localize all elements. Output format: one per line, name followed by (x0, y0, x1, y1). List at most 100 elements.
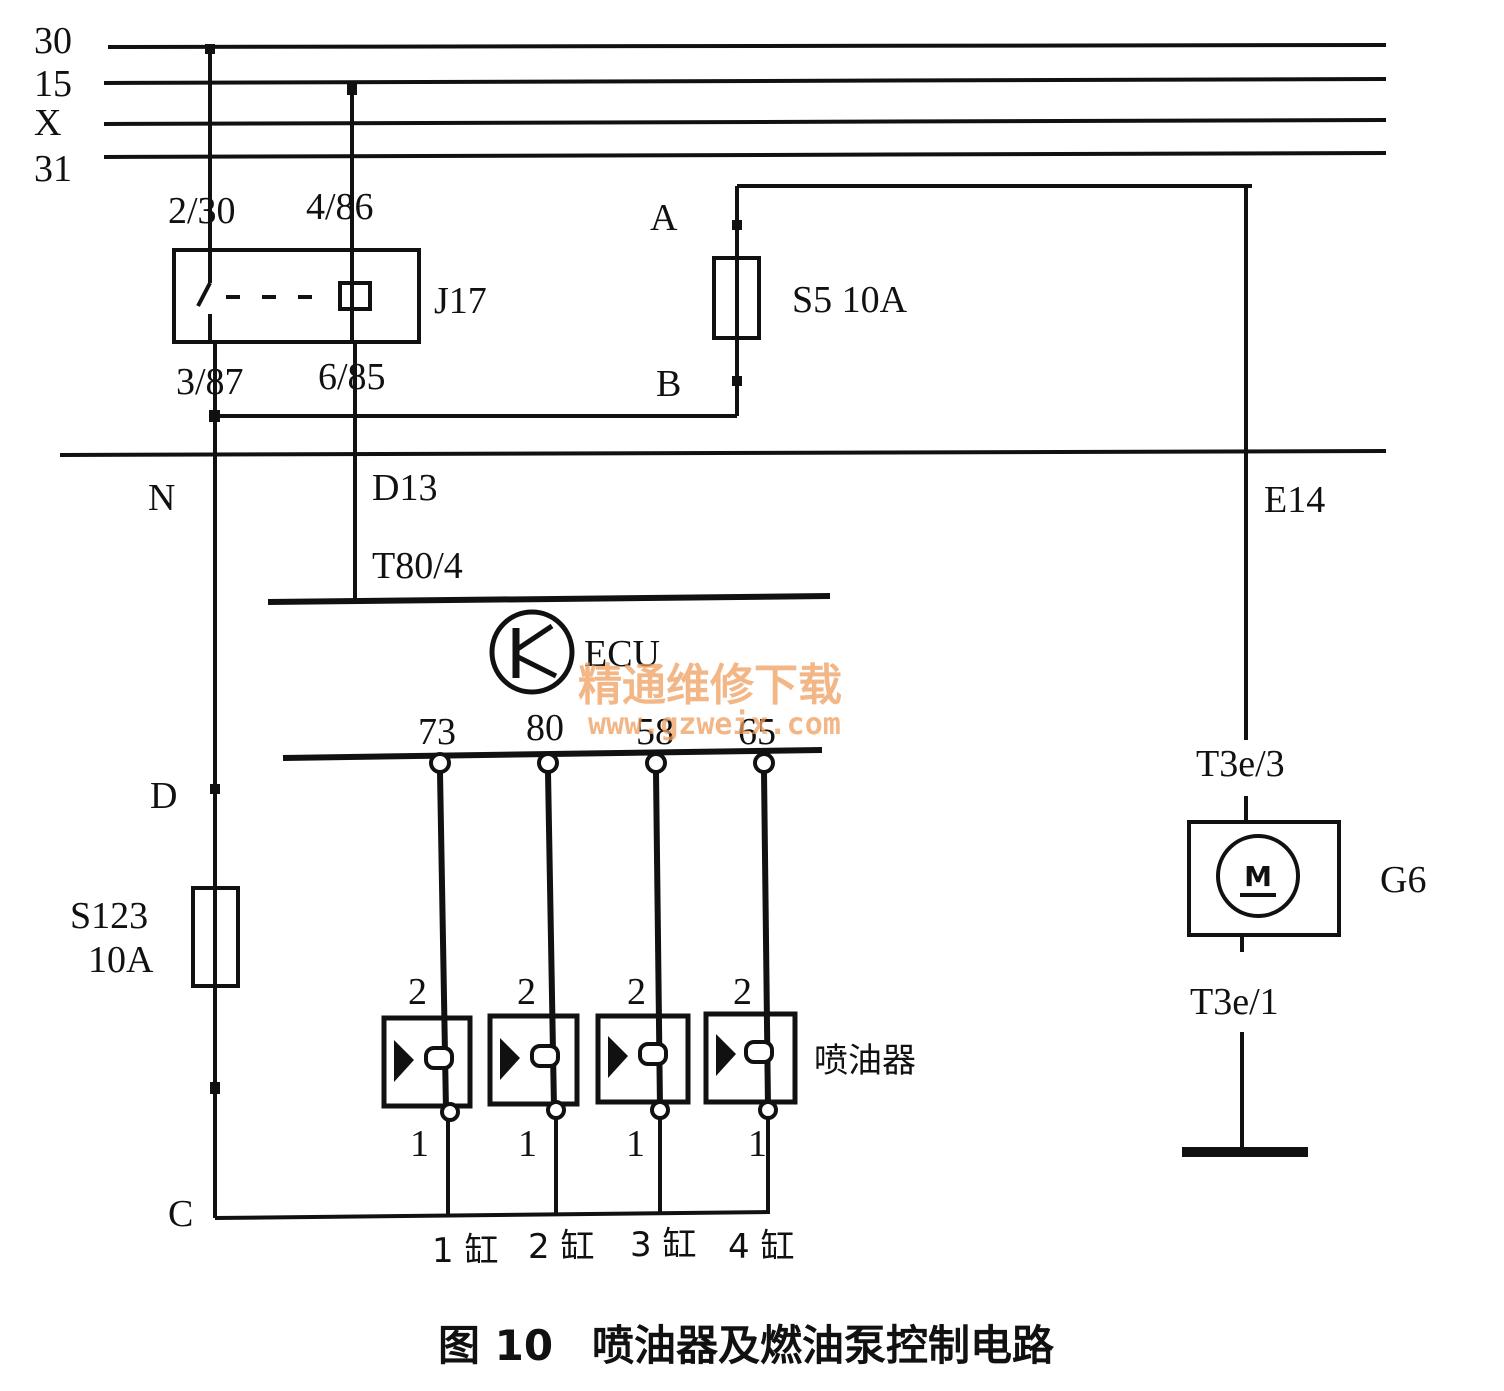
cylinder-3-label: 3 缸 (630, 1225, 696, 1265)
ecu-pin-65: 65 (738, 711, 776, 753)
connector-icon (537, 752, 559, 774)
connector-icon (645, 752, 667, 774)
fuse-s123-rating: 10A (88, 939, 154, 981)
relay-pin-6-85: 6/85 (318, 356, 386, 398)
relay-box (172, 248, 421, 344)
wire-label-e14: E14 (1264, 479, 1325, 521)
caption-figure-number: 图 10 (438, 1321, 553, 1370)
injector-body (487, 1013, 580, 1107)
valve-icon (500, 1038, 520, 1080)
motor-symbol: M (1244, 860, 1272, 893)
power-bus: 30 15 X 31 (34, 20, 1387, 190)
wire-label-n: N (148, 477, 175, 519)
terminal-b-dot (732, 376, 742, 386)
valve-icon (394, 1040, 414, 1082)
connector-icon (546, 1100, 566, 1120)
cylinder-1-label: 1 缸 (432, 1231, 498, 1271)
ecu-label: ECU (584, 633, 660, 675)
relay-name: J17 (434, 280, 487, 322)
injector-pin-1: 1 (626, 1123, 645, 1165)
pump-pin-t3e-3: T3e/3 (1196, 743, 1285, 785)
connector-icon (753, 752, 775, 774)
watermark-url: www.gzweix.com (588, 707, 841, 742)
motor-icon (1216, 834, 1300, 918)
injector-pin-2: 2 (517, 971, 536, 1013)
caption-title: 喷油器及燃油泵控制电路 (592, 1321, 1055, 1370)
junction-dot (347, 83, 357, 95)
ecu-pin-80: 80 (526, 707, 564, 749)
bus-line-x (103, 118, 1387, 126)
relay-coil (338, 281, 372, 311)
fuse-s5-label: S5 10A (792, 279, 908, 321)
transistor-icon (489, 609, 575, 695)
injector-body (703, 1011, 798, 1105)
injectors: 2 1 1 缸 2 1 2 缸 2 (381, 752, 916, 1271)
injector-pin-2: 2 (627, 971, 646, 1013)
transistor-emitter (514, 653, 558, 679)
bus-line-30 (107, 43, 1387, 49)
connector-icon (650, 1100, 670, 1120)
relay-pin-3-87: 3/87 (176, 361, 244, 403)
fuse-s5: A S5 10A B (209, 184, 1252, 422)
relay-pin-2-30: 2/30 (168, 190, 236, 232)
fuse-s123-name: S123 (70, 895, 148, 937)
fuse-s5-terminal-b: B (656, 363, 681, 405)
ecu-control: D13 T80/4 ECU 73 80 58 65 (267, 342, 831, 761)
pump-pin-t3e-1: T3e/1 (1190, 981, 1279, 1023)
ground-line (59, 449, 1387, 457)
transistor-collector (514, 623, 554, 653)
relay-j17: 2/30 4/86 J17 3/87 6/85 (168, 44, 487, 403)
pump-box (1187, 820, 1341, 937)
watermark: 精通维修下载 www.gzweix.com (578, 660, 842, 742)
injector-4: 2 1 4 缸 (703, 752, 798, 1267)
relay-pin-4-86: 4/86 (306, 186, 374, 228)
ecu-pin-73: 73 (418, 711, 456, 753)
fuse-s123-terminal-d: D (150, 775, 177, 817)
fuse-s5-terminal-a: A (650, 197, 678, 239)
connector-icon (429, 752, 451, 774)
junction-dot (210, 1082, 220, 1094)
bus-line-31 (103, 151, 1387, 159)
ecu-top-rail (267, 593, 831, 605)
injector-supply-bus (214, 1210, 771, 1220)
terminal-d-dot (210, 784, 220, 794)
injector-pin-2: 2 (733, 971, 752, 1013)
injector-pin-1: 1 (410, 1123, 429, 1165)
solenoid-icon (638, 1042, 668, 1066)
bus-label-x: X (34, 102, 61, 144)
fuel-pump-g6: E14 T3e/3 M G6 T3e/1 (1182, 186, 1426, 1157)
bus-label-31: 31 (34, 148, 72, 190)
injector-2: 2 1 2 缸 (487, 752, 594, 1267)
injector-1: 2 1 1 缸 (381, 752, 498, 1271)
injector-pin-2: 2 (408, 971, 427, 1013)
cylinder-2-label: 2 缸 (528, 1227, 594, 1267)
bus-label-15: 15 (34, 63, 72, 105)
terminal-a-dot (732, 220, 742, 230)
valve-icon (716, 1034, 736, 1076)
pump-name: G6 (1380, 859, 1426, 901)
ecu-pin-t80-4: T80/4 (372, 545, 463, 587)
injector-body (595, 1013, 691, 1105)
connector-icon (440, 1102, 460, 1122)
connector-icon (758, 1100, 778, 1120)
relay-switch-arm (196, 282, 212, 307)
junction-dot (205, 44, 215, 54)
wire-label-d13: D13 (372, 467, 437, 509)
injector-pin-1: 1 (748, 1123, 767, 1165)
valve-icon (608, 1036, 628, 1078)
cylinder-4-label: 4 缸 (728, 1227, 794, 1267)
terminal-c-label: C (168, 1193, 193, 1235)
bus-label-30: 30 (34, 20, 72, 62)
injector-body (381, 1015, 473, 1109)
solenoid-icon (530, 1044, 560, 1068)
solenoid-icon (424, 1046, 454, 1070)
figure-caption: 图 10 喷油器及燃油泵控制电路 (438, 1321, 1055, 1370)
injector-pin-1: 1 (518, 1123, 537, 1165)
watermark-text: 精通维修下载 (578, 660, 842, 711)
bus-line-15 (103, 77, 1387, 85)
ecu-pin-58: 58 (636, 711, 674, 753)
injector-3: 2 1 3 缸 (595, 752, 696, 1265)
injectors-label: 喷油器 (814, 1041, 916, 1081)
fuse-s123-branch: N D S123 10A C (70, 342, 771, 1235)
